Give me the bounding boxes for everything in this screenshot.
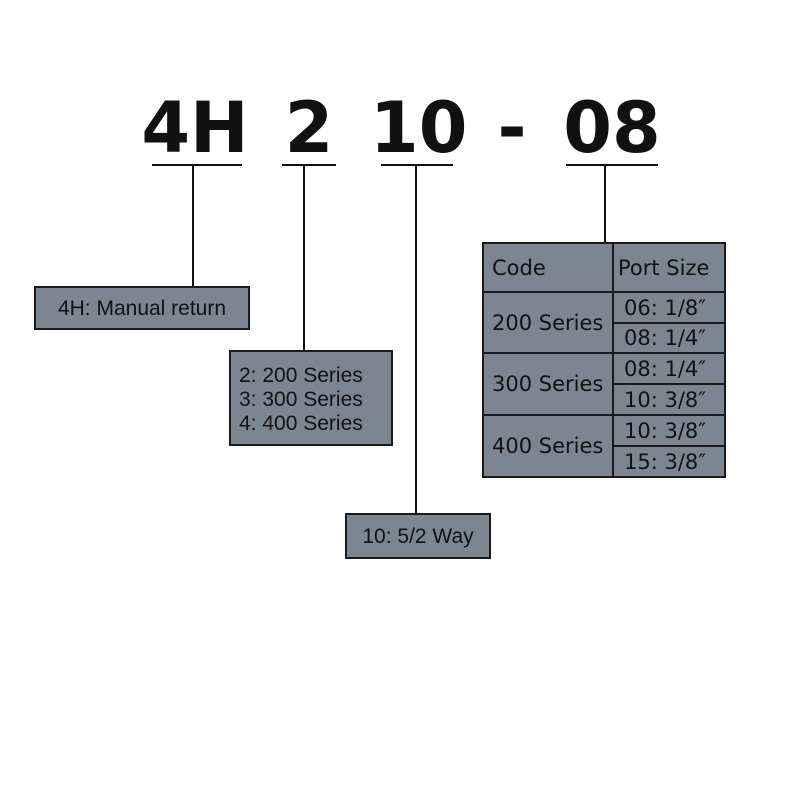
- connector-type: [192, 164, 194, 288]
- connector-port: [604, 164, 606, 244]
- way-legend-box: 10: 5/2 Way: [345, 513, 491, 559]
- underline-port: [566, 164, 658, 166]
- table-port-cell: 10: 3/8″: [624, 418, 707, 443]
- underline-type: [152, 164, 242, 166]
- code-part-series: 2: [284, 87, 334, 169]
- underline-way: [381, 164, 453, 166]
- series-legend-line: 3: 300 Series: [239, 388, 363, 411]
- underline-series: [282, 164, 336, 166]
- port-size-table: Code Port Size 200 Series 06: 1/8″ 08: 1…: [482, 242, 726, 478]
- table-header-divider: [484, 291, 724, 293]
- type-legend-box: 4H: Manual return: [34, 286, 250, 330]
- series-legend-line: 2: 200 Series: [239, 364, 363, 387]
- table-row-divider: [612, 445, 724, 447]
- type-legend-line: 4H: Manual return: [57, 297, 227, 320]
- code-part-port: 08: [563, 87, 661, 169]
- table-header-port-size: Port Size: [618, 255, 710, 280]
- connector-way: [415, 164, 417, 514]
- code-separator: -: [497, 87, 527, 169]
- connector-series: [303, 164, 305, 352]
- table-group-divider: [484, 352, 724, 354]
- table-header-code: Code: [492, 255, 546, 280]
- table-port-cell: 06: 1/8″: [624, 295, 707, 320]
- table-row-divider: [612, 322, 724, 324]
- series-legend-line: 4: 400 Series: [239, 412, 363, 435]
- table-port-cell: 15: 3/8″: [624, 449, 707, 474]
- table-row-divider: [612, 383, 724, 385]
- table-port-cell: 10: 3/8″: [624, 387, 707, 412]
- table-series-cell: 300 Series: [492, 372, 604, 396]
- way-legend-line: 10: 5/2 Way: [362, 525, 474, 548]
- table-column-divider: [612, 244, 614, 476]
- table-series-cell: 400 Series: [492, 434, 604, 458]
- table-series-cell: 200 Series: [492, 310, 604, 335]
- series-legend-box: 2: 200 Series 3: 300 Series 4: 400 Serie…: [229, 350, 393, 446]
- table-group-divider: [484, 414, 724, 416]
- code-part-type: 4H: [141, 87, 249, 169]
- code-part-way: 10: [370, 87, 468, 169]
- table-port-cell: 08: 1/4″: [624, 356, 707, 381]
- table-port-cell: 08: 1/4″: [624, 326, 707, 350]
